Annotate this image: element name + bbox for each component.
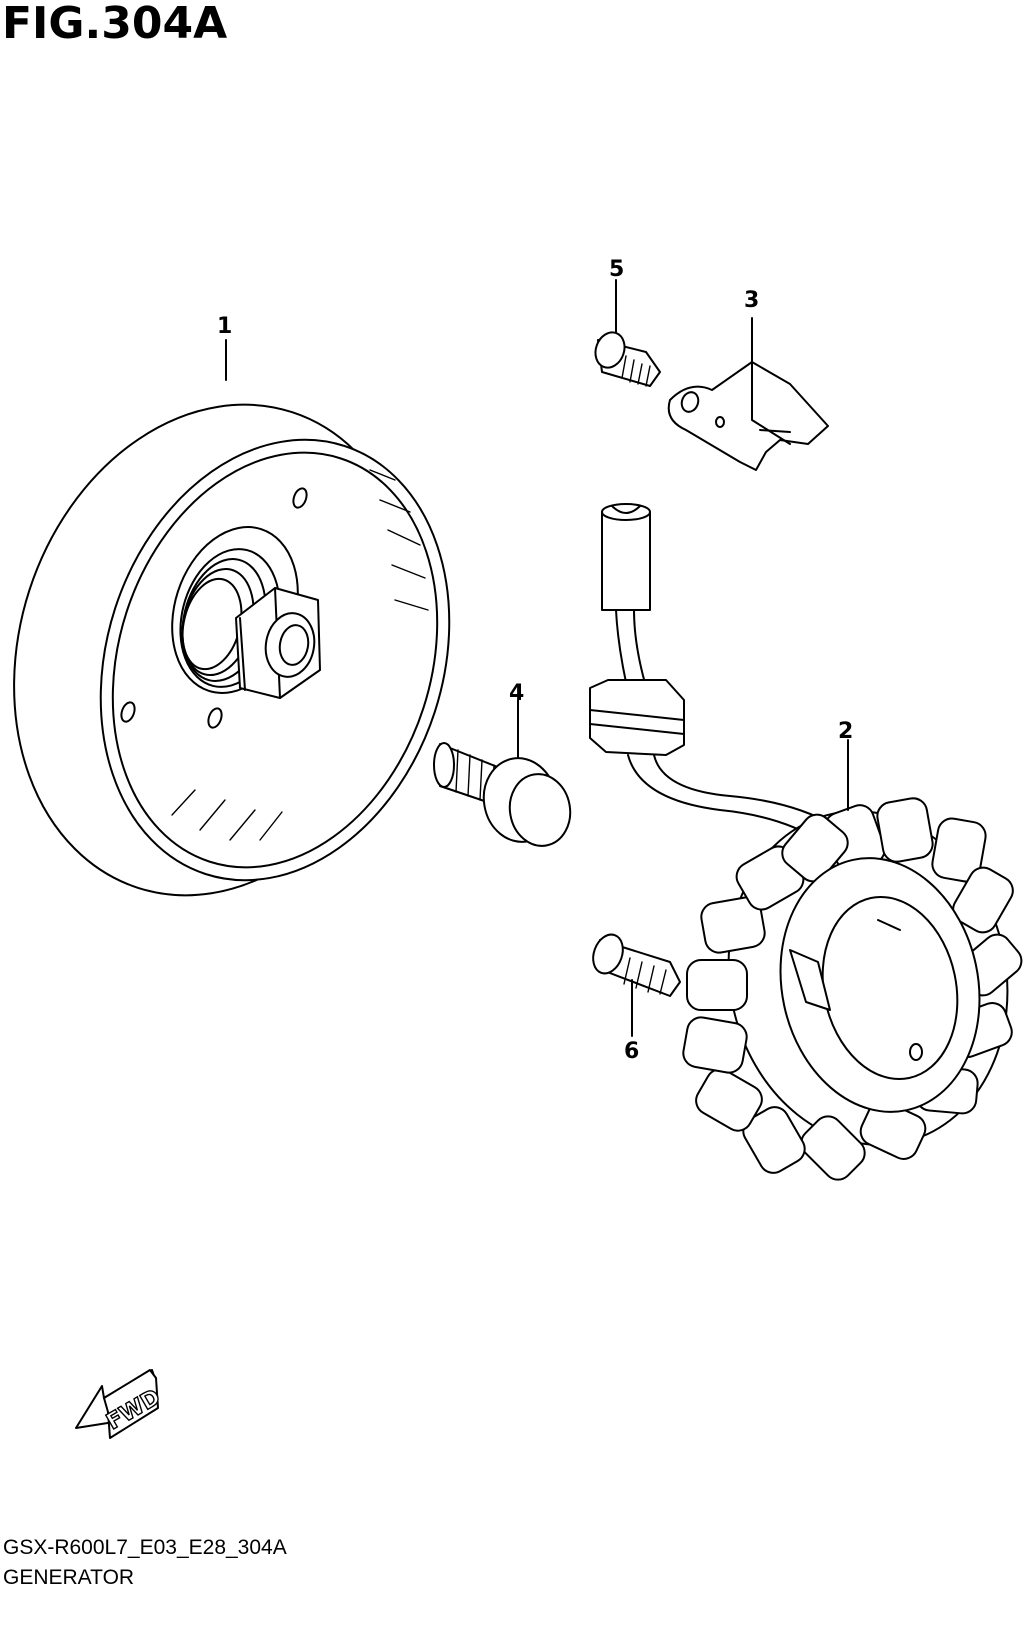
screw-part-5[interactable] (591, 279, 661, 387)
callout-4: 4 (509, 681, 524, 706)
clamp-bracket-part[interactable] (667, 317, 829, 471)
diagram-code: GSX-R600L7_E03_E28_304A (3, 1536, 287, 1559)
callout-2: 2 (838, 719, 853, 744)
stator-part[interactable] (589, 503, 1023, 1185)
screw-part-6[interactable] (588, 930, 681, 1037)
rotor-part[interactable] (0, 339, 504, 948)
fwd-arrow: FWD (75, 1369, 166, 1439)
callout-1: 1 (217, 314, 232, 339)
diagram-name: GENERATOR (3, 1566, 135, 1589)
callout-6: 6 (624, 1039, 639, 1064)
rotor-bolt-part[interactable] (433, 699, 576, 851)
callout-5: 5 (609, 257, 624, 282)
figure-title: FIG.304A (2, 0, 228, 49)
callout-3: 3 (744, 288, 759, 313)
